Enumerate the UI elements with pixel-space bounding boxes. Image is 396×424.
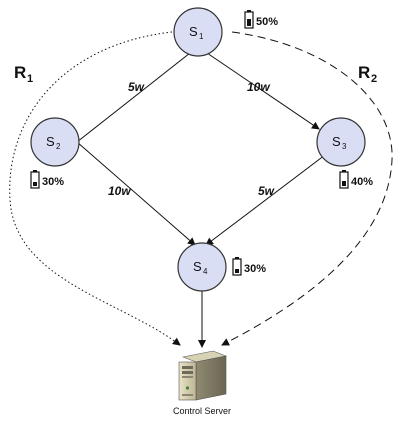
node-s4: S 4 <box>177 242 227 292</box>
node-s3: S 3 <box>316 117 366 167</box>
svg-text:50%: 50% <box>256 16 278 28</box>
svg-text:1: 1 <box>199 32 204 41</box>
edge-weight-s3-s4: 5w <box>258 184 275 198</box>
svg-text:2: 2 <box>371 73 377 85</box>
server-tower-icon <box>178 350 228 401</box>
svg-text:30%: 30% <box>244 263 266 275</box>
svg-text:S: S <box>189 24 198 39</box>
edge-weight-s1-s2: 5w <box>128 80 145 94</box>
svg-text:40%: 40% <box>351 176 373 188</box>
control-server: Control Server <box>173 350 231 416</box>
battery-icon <box>30 170 40 189</box>
battery-icon <box>339 170 349 189</box>
battery-s1: 50% <box>244 10 278 29</box>
svg-text:R: R <box>358 63 370 82</box>
node-s2: S 2 <box>30 117 80 167</box>
svg-text:R: R <box>14 63 26 82</box>
svg-text:S: S <box>332 134 341 149</box>
svg-text:3: 3 <box>342 142 347 151</box>
route-label-r2: R 2 <box>358 63 377 85</box>
battery-s3: 40% <box>339 170 373 189</box>
edge-s1-s2 <box>76 52 191 143</box>
svg-text:4: 4 <box>203 267 208 276</box>
battery-s2: 30% <box>30 170 64 189</box>
route-r1-path <box>9 31 181 346</box>
edge-s1-s3 <box>206 52 320 130</box>
route-r2-path <box>221 31 393 346</box>
edge-s2-s4 <box>76 141 196 246</box>
edge-weight-s2-s4: 10w <box>108 184 131 198</box>
svg-text:1: 1 <box>27 73 33 85</box>
edge-weight-s1-s3: 10w <box>247 80 270 94</box>
control-server-label: Control Server <box>173 406 231 416</box>
svg-text:S: S <box>193 259 202 274</box>
svg-text:2: 2 <box>56 142 61 151</box>
edge-s3-s4 <box>205 154 326 246</box>
battery-s4: 30% <box>232 257 266 276</box>
route-label-r1: R 1 <box>14 63 33 85</box>
battery-icon <box>232 257 242 276</box>
node-s1: S 1 <box>173 7 223 57</box>
battery-icon <box>244 10 254 29</box>
svg-text:30%: 30% <box>42 176 64 188</box>
svg-text:S: S <box>46 134 55 149</box>
